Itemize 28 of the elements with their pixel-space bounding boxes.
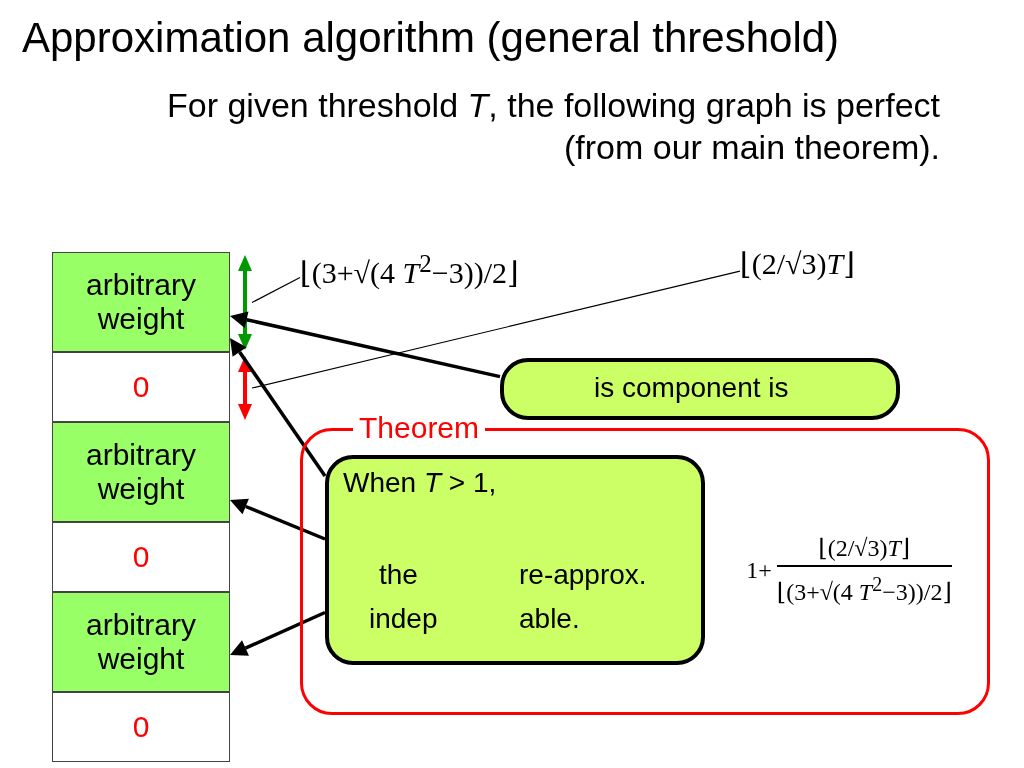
subtitle-text: For given threshold T, the following graph is perfect (from our main theorem). — [166, 85, 940, 168]
callout-box — [325, 455, 705, 665]
formula-term: 1+ — [746, 556, 772, 584]
callout-text: is component is — [594, 372, 789, 404]
column-cell: 0 — [52, 522, 230, 592]
math-formula: ⌊(2/√3)T⌋ — [740, 246, 855, 282]
callout-text: When T > 1, — [343, 467, 497, 499]
leader-line — [251, 270, 741, 389]
column-cell: 0 — [52, 692, 230, 762]
callout-text: able. — [519, 603, 580, 635]
column-cell: arbitrary weight — [52, 422, 230, 522]
formula-numerator: ⌊(2/√3)T⌋ — [818, 534, 911, 562]
formula-denominator: ⌊(3+√(4 T$^{2}$−3))/2⌋ — [776, 572, 952, 606]
leader-line — [251, 276, 301, 304]
column-cell: 0 — [52, 352, 230, 422]
arrow — [229, 498, 326, 541]
arrow — [230, 311, 501, 379]
column-cell: arbitrary weight — [52, 592, 230, 692]
callout-text: re-approx. — [519, 559, 647, 591]
arrow — [230, 610, 326, 656]
callout-text: indep — [369, 603, 438, 635]
math-formula: ⌊(3+√(4 T$^{2}$−3))/2⌋ — [300, 246, 519, 291]
callout-box — [500, 358, 900, 420]
callout-text: the — [379, 559, 418, 591]
slide-title: Approximation algorithm (general threshold) — [22, 14, 840, 62]
arrow — [229, 338, 327, 477]
column-cell: arbitrary weight — [52, 252, 230, 352]
dimension-line — [238, 255, 252, 350]
